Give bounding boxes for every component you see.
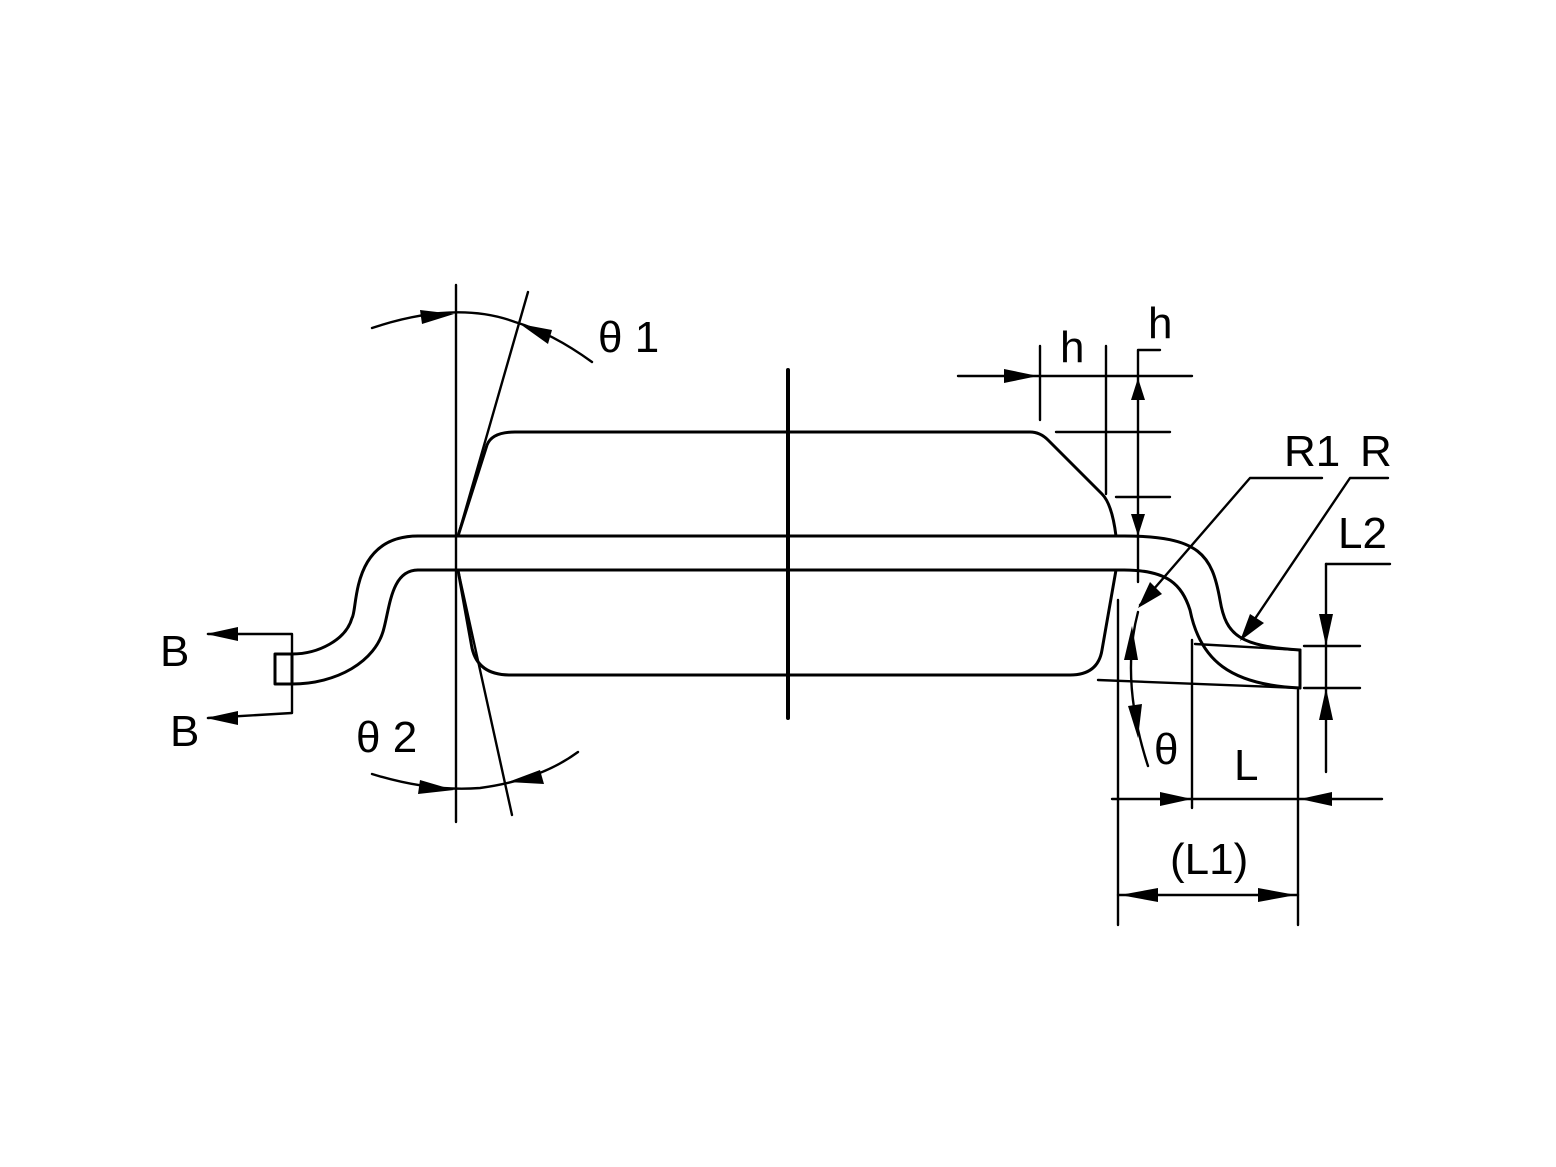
h-right-arrow-bottom [1131, 514, 1145, 536]
l2-dimension [1302, 562, 1392, 774]
r-arrow [1240, 614, 1264, 641]
r1-leader [1138, 476, 1324, 607]
theta-arc [1129, 610, 1150, 768]
section-b-leader-bottom [206, 682, 294, 720]
draft-upper-extension [456, 290, 530, 538]
package-body [416, 368, 1126, 720]
theta-label: θ [1154, 725, 1178, 774]
draft-lower-extension [456, 568, 514, 817]
r-leader [1240, 476, 1390, 640]
body-top-half-outline [456, 430, 1118, 538]
left-lead [206, 534, 420, 725]
h-left-label: h [1060, 323, 1084, 372]
radius-callouts [1138, 476, 1390, 641]
right-lead-inner-edge [1122, 568, 1302, 690]
section-b-label-top: B [160, 627, 189, 676]
theta2-label: θ 2 [356, 713, 417, 762]
left-lead-outer-edge [290, 534, 420, 656]
l-label: L [1234, 741, 1258, 790]
theta-arrow-top [1124, 626, 1138, 660]
h-right-arrow-top [1131, 378, 1145, 400]
theta2-arc [370, 750, 580, 790]
h-left-arrow [1004, 369, 1038, 383]
theta1-arrow-right [520, 324, 552, 344]
section-b-label-bottom: B [170, 707, 199, 756]
l2-arrow-bottom [1319, 688, 1333, 720]
r1-arrow [1138, 582, 1162, 608]
right-lead [1096, 534, 1302, 690]
theta2-arrow-left [418, 780, 454, 794]
draft-angle-dimensions [370, 283, 594, 824]
theta1-label: θ 1 [598, 313, 659, 362]
section-b-arrow-top [206, 627, 238, 641]
l-arrow-right [1300, 792, 1332, 806]
foot-top-line [1193, 642, 1302, 652]
theta1-arrow-left [420, 310, 454, 324]
foot-angle-dimension [1124, 610, 1150, 768]
l2-label: L2 [1338, 509, 1387, 558]
length-dimensions [1110, 598, 1384, 927]
theta-arrow-bottom [1128, 704, 1142, 738]
r-label: R [1360, 427, 1392, 476]
r1-label: R1 [1284, 427, 1340, 476]
l1-arrow-left [1120, 888, 1158, 902]
left-lead-inner-edge [290, 568, 420, 686]
l1-label: (L1) [1170, 835, 1248, 884]
section-b-arrow-bottom [206, 711, 238, 725]
h-dimensions [956, 344, 1194, 584]
l1-arrow-right [1258, 888, 1296, 902]
theta1-arc [370, 311, 594, 364]
h-right-leader [1136, 348, 1162, 584]
l-arrow-left [1160, 792, 1192, 806]
h-right-label: h [1148, 299, 1172, 348]
l2-arrow-top [1319, 614, 1333, 646]
theta2-arrow-right [508, 770, 544, 784]
right-lead-outer-edge [1122, 534, 1302, 652]
section-b-b-marker [273, 652, 294, 686]
